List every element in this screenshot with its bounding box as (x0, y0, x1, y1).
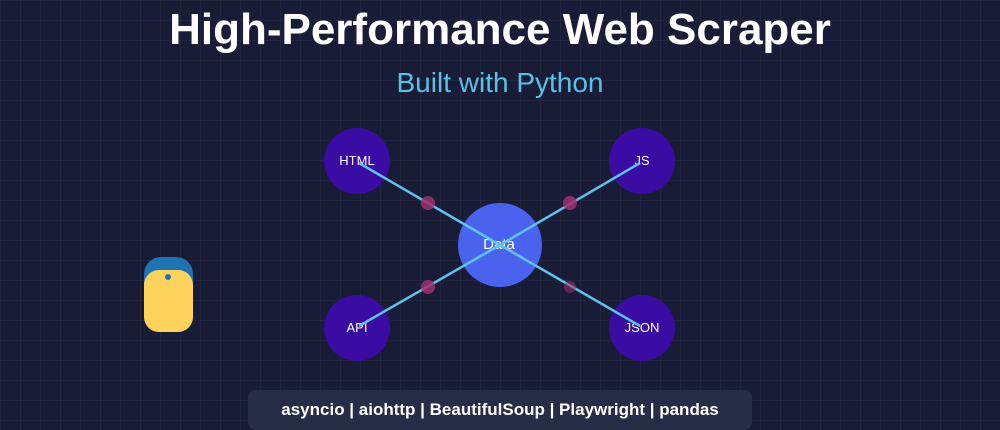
packet-js (563, 196, 577, 210)
node-js-circle (609, 128, 675, 194)
page-subtitle: Built with Python (396, 67, 604, 98)
node-json-label: JSON (625, 320, 660, 335)
data-flow-diagram: HTML JS API JSON Data (144, 128, 675, 361)
python-logo-icon (144, 257, 193, 332)
node-api-circle (324, 295, 390, 361)
node-json-circle (609, 295, 675, 361)
node-html-circle (324, 128, 390, 194)
packet-api (421, 280, 435, 294)
packet-html (421, 196, 435, 210)
node-html-label: HTML (339, 153, 374, 168)
tech-stack-bar: asyncio | aiohttp | BeautifulSoup | Play… (248, 390, 752, 430)
tech-stack-label: asyncio | aiohttp | BeautifulSoup | Play… (281, 400, 719, 419)
packet-json (564, 281, 576, 293)
page-title: High-Performance Web Scraper (169, 5, 831, 54)
